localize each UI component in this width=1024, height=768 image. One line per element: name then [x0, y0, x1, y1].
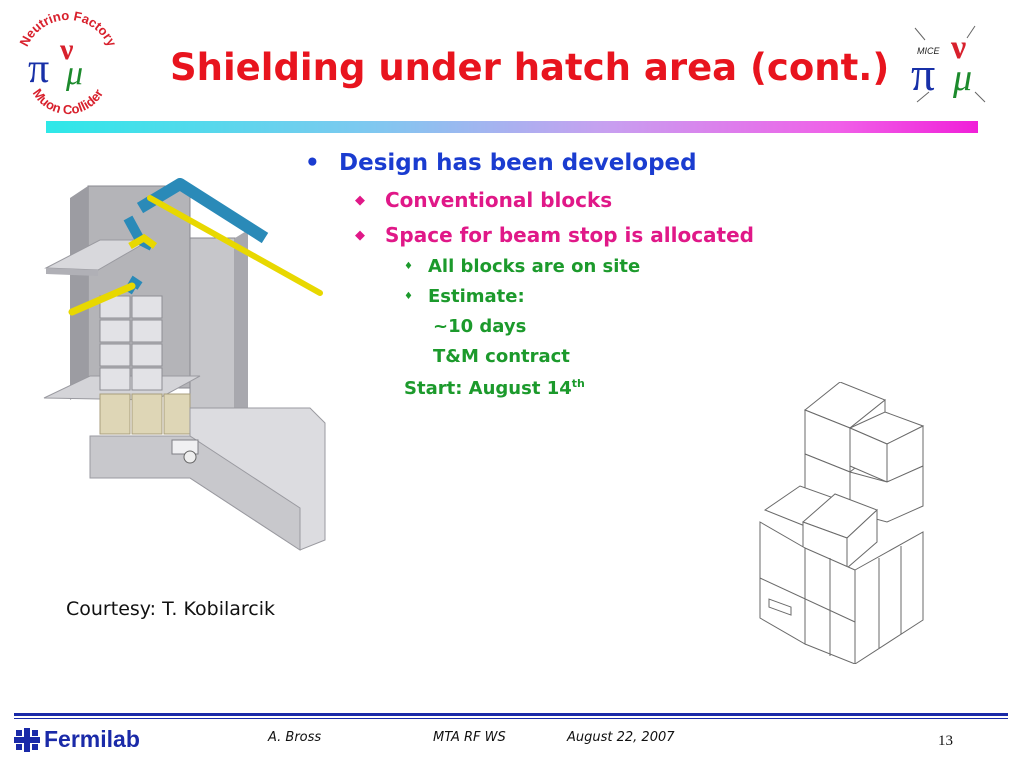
start-date: Start: August 14th — [404, 377, 585, 399]
footer-author: A. Bross — [268, 730, 322, 745]
shielding-3d-rendering — [43, 178, 326, 551]
fermilab-wordmark: Fermilab — [44, 726, 140, 752]
slide-title: Shielding under hatch area (cont.) — [170, 46, 890, 89]
svg-text:μ: μ — [952, 57, 972, 99]
estimate-contract: T&M contract — [433, 346, 570, 367]
bullet-text: Design has been developed — [339, 150, 697, 176]
svg-text:μ: μ — [65, 55, 83, 92]
start-date-text: Start: August 14 — [404, 378, 572, 399]
bullet-marker: ♦ — [404, 291, 413, 302]
fermilab-logo: Fermilab — [14, 726, 140, 753]
mice-label: MICE — [917, 46, 940, 56]
mice-logo: π ν μ MICE — [911, 25, 986, 103]
bullet-design-developed: • Design has been developed — [305, 150, 697, 176]
shield-block-stack-diagram — [759, 382, 925, 664]
bullet-marker: ♦ — [404, 261, 413, 272]
bullet-space-beam-stop: ◆ Space for beam stop is allocated — [355, 223, 754, 247]
svg-text:ν: ν — [950, 29, 966, 66]
bullet-conventional-blocks: ◆ Conventional blocks — [355, 188, 612, 212]
courtesy-caption: Courtesy: T. Kobilarcik — [66, 598, 276, 620]
estimate-days: ~10 days — [433, 316, 527, 337]
svg-text:π: π — [28, 46, 49, 92]
start-date-superscript: th — [571, 377, 585, 390]
footer-date: August 22, 2007 — [567, 730, 675, 745]
footer-rule — [14, 713, 1008, 716]
bullet-text: All blocks are on site — [428, 256, 641, 277]
bullet-text: Conventional blocks — [385, 188, 613, 212]
bullet-text: Estimate: — [428, 286, 525, 307]
svg-text:π: π — [911, 48, 935, 101]
bullet-estimate: ♦ Estimate: — [404, 286, 525, 307]
svg-text:ν: ν — [59, 33, 74, 66]
neutrino-factory-logo: Neutrino Factory Muon Collider π ν μ — [16, 8, 120, 117]
fermilab-icon — [14, 727, 40, 752]
footer-event: MTA RF WS — [433, 730, 506, 745]
title-gradient-divider — [46, 121, 978, 133]
bullet-text: Space for beam stop is allocated — [385, 223, 754, 247]
footer-rule-thin — [14, 718, 1008, 719]
bullet-marker: ◆ — [355, 193, 365, 208]
bullet-marker: ◆ — [355, 228, 365, 243]
bullet-blocks-on-site: ♦ All blocks are on site — [404, 256, 640, 277]
page-number: 13 — [938, 733, 953, 749]
bullet-marker: • — [305, 150, 320, 176]
